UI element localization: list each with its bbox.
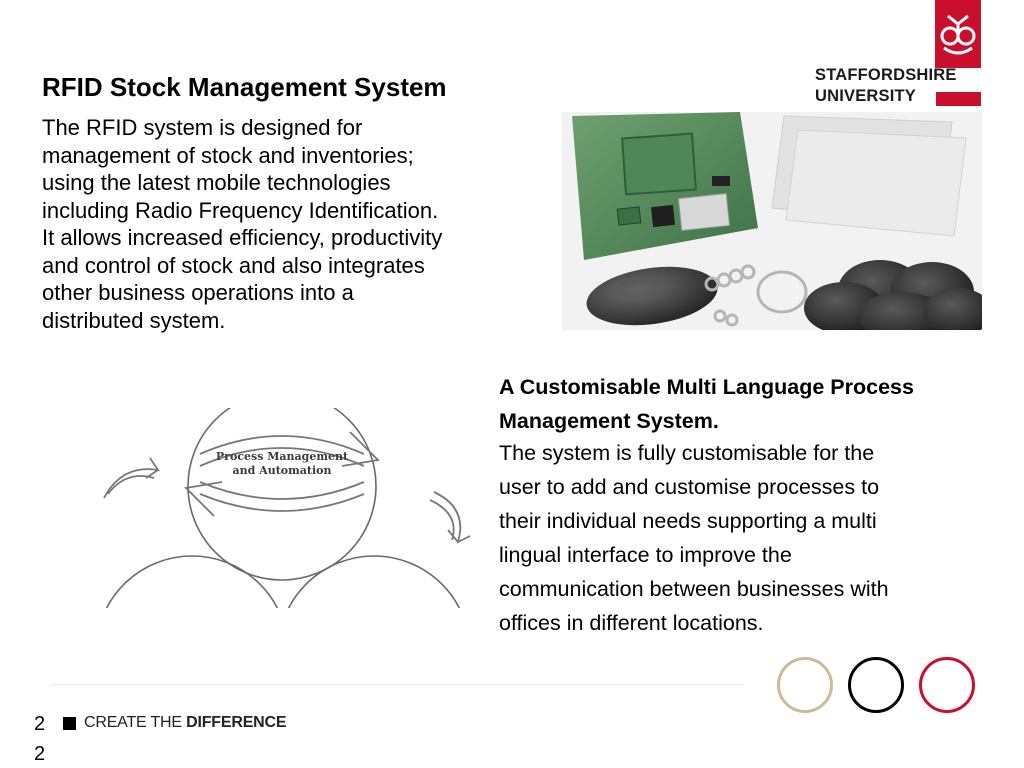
footer-circle-black: [848, 657, 904, 713]
rfid-disc-tag: [858, 292, 946, 330]
process-system-title: A Customisable Multi Language Process Ma…: [499, 370, 999, 438]
rfid-disc-tag: [924, 288, 982, 330]
staffordshire-university-logo: STAFFORDSHIRE UNIVERSITY: [815, 0, 981, 110]
diagram-left-circle: [105, 555, 279, 608]
diagram-right-circle: [287, 555, 461, 608]
tagline-bold: DIFFERENCE: [186, 714, 287, 731]
rfid-description-line: using the latest mobile technologies: [42, 170, 391, 195]
page-number: 2: [34, 713, 46, 735]
logo-red-block: [935, 0, 981, 68]
footer-circle-red: [919, 657, 975, 713]
rfid-card: [785, 129, 967, 237]
knot-icon: [940, 14, 976, 55]
curved-arrow-right-icon: [433, 491, 471, 544]
process-system-description-line: lingual interface to improve the: [499, 543, 792, 567]
diagram-top-circle: [187, 408, 377, 581]
rfid-description-line: and control of stock and also integrates: [42, 252, 425, 278]
tagline-regular: CREATE THE: [84, 714, 187, 731]
logo-red-bar: [936, 92, 981, 106]
footer-divider: [52, 684, 744, 685]
footer-tagline: CREATE THE DIFFERENCE: [84, 714, 287, 732]
rfid-description-line: other business operations into a: [42, 280, 354, 305]
rfid-description-line: management of stock and inventories;: [42, 142, 414, 168]
logo-text-line2: UNIVERSITY: [815, 87, 917, 105]
rfid-description: The RFID system is designed for manageme…: [42, 114, 532, 334]
rfid-description-line: The RFID system is designed for: [42, 115, 363, 140]
logo-text-line1: STAFFORDSHIRE: [815, 66, 957, 84]
page-number: 2: [34, 743, 46, 765]
diagram-label-line1: Process Management: [216, 450, 349, 463]
rfid-hardware-image: [562, 112, 982, 330]
process-system-description-line: communication between businesses with: [499, 577, 889, 601]
process-system-description-line: their individual needs supporting a mult…: [499, 509, 877, 533]
process-system-title-line: Management System.: [499, 409, 719, 433]
rfid-description-line: It allows increased efficiency, producti…: [42, 225, 443, 250]
process-system-description-line: The system is fully customisable for the: [499, 441, 875, 465]
process-management-diagram: Process Management and Automation: [96, 408, 492, 608]
process-system-description: The system is fully customisable for the…: [499, 436, 999, 640]
process-system-description-line: offices in different locations.: [499, 611, 764, 635]
rfid-description-line: including Radio Frequency Identification…: [42, 197, 439, 223]
rfid-description-line: distributed system.: [42, 307, 226, 333]
diagram-label-line2: and Automation: [233, 464, 332, 477]
process-system-title-line: A Customisable Multi Language Process: [499, 375, 914, 399]
footer-square-icon: [63, 717, 76, 730]
process-system-description-line: user to add and customise processes to: [499, 475, 880, 499]
rfid-title: RFID Stock Management System: [42, 72, 447, 102]
rotation-arrows-icon: [184, 431, 380, 517]
footer-circle-gold: [777, 657, 833, 713]
